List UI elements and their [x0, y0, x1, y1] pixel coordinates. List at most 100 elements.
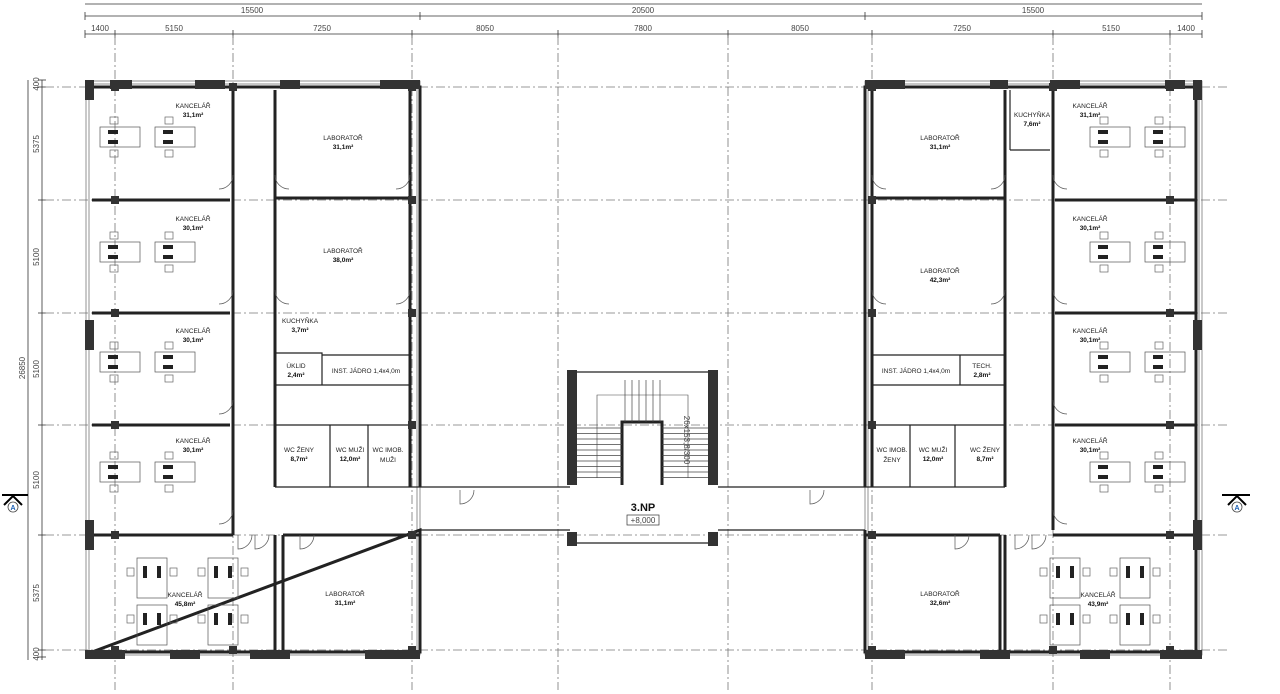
wall-pier: [1193, 80, 1202, 100]
dim-bay-4: 8050: [476, 24, 494, 33]
room-name: KANCELÁŘ: [1072, 101, 1107, 110]
room-name: KANCELÁŘ: [175, 436, 210, 445]
monitor: [1126, 566, 1130, 578]
office-furniture: [99, 116, 1186, 646]
dim-bay-1: 1400: [91, 24, 109, 33]
door-swing: [299, 534, 315, 550]
chair: [164, 231, 174, 240]
monitor: [1126, 613, 1130, 625]
chair: [1154, 341, 1164, 350]
desk: [1119, 604, 1151, 646]
room-name: LABORATOŘ: [323, 133, 363, 142]
column: [408, 309, 416, 317]
room-name: WC MUŽI: [336, 445, 365, 454]
door-swing: [218, 399, 234, 415]
floor-label: 3.NP: [631, 502, 655, 514]
monitor: [163, 255, 173, 259]
room-area: 42,3m²: [930, 277, 951, 284]
monitor: [163, 355, 173, 359]
wall-pier: [1193, 520, 1202, 550]
door-swing: [1052, 399, 1068, 415]
monitor: [163, 245, 173, 249]
chair: [240, 614, 249, 624]
room-area: 31,1m²: [930, 144, 951, 151]
desk: [99, 126, 141, 148]
monitor: [1098, 245, 1108, 249]
wall-pier: [280, 80, 300, 89]
desk: [99, 461, 141, 483]
floor-level: +8,000: [631, 516, 656, 525]
room-area: 32,6m²: [930, 600, 951, 607]
wall-pier: [85, 650, 125, 659]
column: [868, 531, 876, 539]
chair: [1099, 231, 1109, 240]
room-name: ŽENY: [883, 455, 901, 464]
room-name: WC IMOB.: [876, 447, 907, 454]
dim-bay-8: 5150: [1102, 24, 1120, 33]
desk: [1089, 241, 1131, 263]
chair: [169, 567, 178, 577]
monitor: [1140, 566, 1144, 578]
monitor: [157, 566, 161, 578]
desk: [154, 351, 196, 373]
desk: [1119, 557, 1151, 599]
desk: [136, 557, 168, 599]
room-name: KANCELÁŘ: [1080, 590, 1115, 599]
section-label: A: [10, 505, 15, 512]
chair: [109, 451, 119, 460]
monitor: [1056, 613, 1060, 625]
chair: [1099, 451, 1109, 460]
section-marker-right-icon: A: [1222, 494, 1250, 513]
room-area: 30,1m²: [1080, 225, 1101, 232]
room-area: 30,1m²: [183, 447, 204, 454]
room-name: KANCELÁŘ: [175, 214, 210, 223]
room-area: 38,0m²: [333, 257, 354, 264]
door-swing: [1014, 534, 1030, 550]
chair: [164, 374, 174, 383]
chair: [1099, 374, 1109, 383]
dim-bay-3: 7250: [313, 24, 331, 33]
staircase: [577, 380, 708, 478]
column: [408, 531, 416, 539]
wall-pier: [170, 650, 200, 659]
monitor: [163, 130, 173, 134]
dim-v-1: 400: [32, 77, 41, 91]
wall-pier: [980, 650, 1010, 659]
desk: [1049, 604, 1081, 646]
door-swing: [1052, 509, 1068, 525]
room-name: KANCELÁŘ: [1072, 214, 1107, 223]
column: [408, 421, 416, 429]
door-swing: [274, 174, 290, 190]
room-area: 2,4m²: [288, 372, 306, 379]
chair: [1099, 149, 1109, 158]
column: [868, 196, 876, 204]
room-area: 12,0m²: [340, 456, 361, 463]
monitor: [163, 365, 173, 369]
desk: [154, 126, 196, 148]
monitor: [108, 465, 118, 469]
room-area: 3,7m²: [292, 327, 310, 334]
dimension-lines: [27, 3, 1203, 660]
desk: [99, 351, 141, 373]
dim-overall-2: 20500: [632, 6, 655, 15]
monitor: [163, 475, 173, 479]
door-swing: [395, 174, 411, 190]
monitor: [143, 613, 147, 625]
chair: [1109, 614, 1118, 624]
monitor: [1098, 355, 1108, 359]
monitor: [108, 140, 118, 144]
door-swing: [1052, 174, 1068, 190]
chair: [109, 264, 119, 273]
room-area: 31,1m²: [183, 112, 204, 119]
dim-vertical-total: 26850: [18, 356, 27, 379]
dim-bay-5: 7800: [634, 24, 652, 33]
room-name: KANCELÁŘ: [167, 590, 202, 599]
room-name: WC MUŽI: [919, 445, 948, 454]
room-area: 30,1m²: [183, 337, 204, 344]
room-area: 8,7m²: [291, 456, 309, 463]
monitor: [1153, 475, 1163, 479]
monitor: [163, 465, 173, 469]
dim-v-5: 5100: [32, 471, 41, 489]
chair: [197, 614, 206, 624]
monitor: [157, 613, 161, 625]
